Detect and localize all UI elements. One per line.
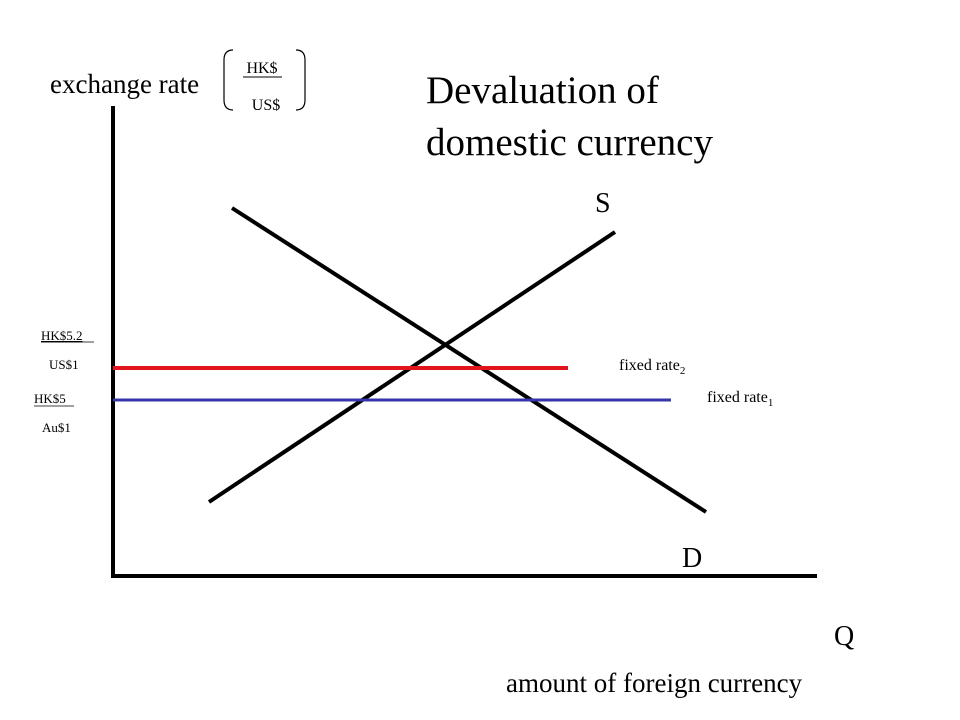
fixed-rate-2-label: fixed rate2 [619,357,685,377]
fixed-rate-1-label: fixed rate1 [707,389,773,409]
fixed-rate-1-subscript: 1 [768,397,774,409]
unit-numerator: HK$ [246,60,277,77]
rate-2-tick-numerator: HK$5.2 [41,328,83,343]
fixed-rate-2-subscript: 2 [680,365,686,377]
unit-left-bracket [223,49,234,111]
x-axis-symbol: Q [834,621,854,652]
demand-curve [230,206,708,514]
demand-label: D [682,543,702,574]
rate-1-tick-denominator: Au$1 [42,420,71,435]
title-line-2: domestic currency [426,121,713,164]
rate-1-tick-numerator: HK$5 [34,391,66,406]
unit-right-bracket [295,49,306,111]
y-axis-label: exchange rate [50,69,199,99]
title-line-1: Devaluation of [426,69,659,112]
rate-2-tick-denominator: US$1 [49,357,79,372]
unit-denominator: US$ [252,97,280,114]
x-axis-label: amount of foreign currency [506,668,803,698]
supply-label: S [595,188,611,219]
